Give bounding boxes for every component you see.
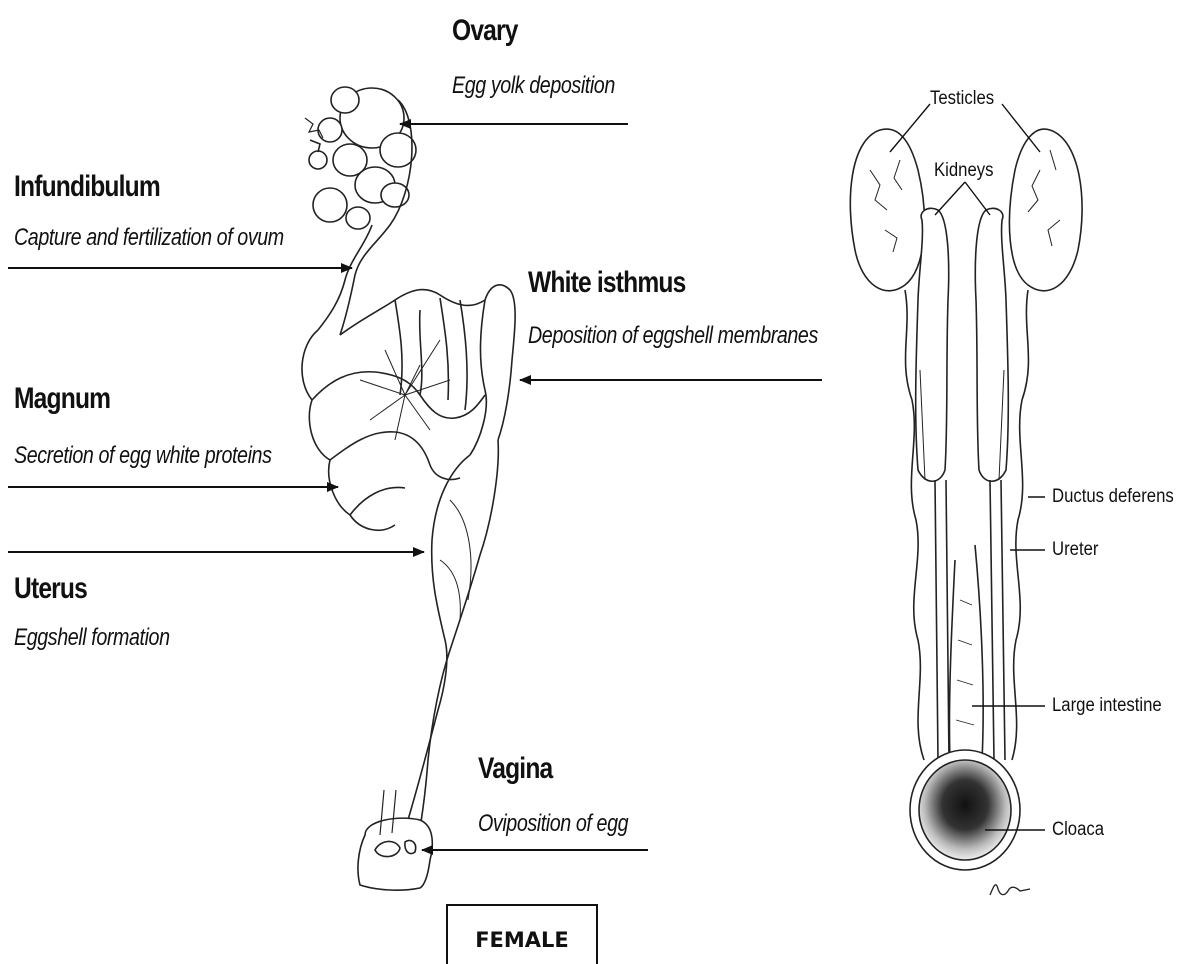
left-testicle-shape [850,129,924,291]
ovary-title: Ovary [452,14,518,48]
ovary-description: Egg yolk deposition [452,72,615,100]
uterus-description: Eggshell formation [14,624,170,652]
magnum-title: Magnum [14,382,110,416]
testicles-label: Testicles [930,88,994,110]
right-ductus-deferens-shape [1012,290,1028,760]
vagina-title: Vagina [478,752,552,786]
magnum-description: Secretion of egg white proteins [14,442,272,470]
artist-signature-mark [990,885,1030,895]
kidneys-label: Kidneys [934,160,993,182]
magnum-shape [302,330,395,530]
right-ureter-shape [990,480,1005,760]
male-tract-illustration [850,129,1082,870]
uterus-title: Uterus [14,572,87,606]
left-ureter-shape [935,480,949,760]
ureter-label: Ureter [1052,539,1098,561]
infundibulum-description: Capture and fertilization of ovum [14,224,284,252]
female-caption-box: FEMALE [446,904,598,964]
large-intestine-label: Large intestine [1052,695,1162,717]
cloaca-inner-shape [919,760,1011,860]
vagina-description: Oviposition of egg [478,810,628,838]
infundibulum-title: Infundibulum [14,170,160,204]
right-testicle-shape [1009,129,1082,291]
uterus-shape [416,440,498,850]
female-caption: FEMALE [448,928,596,952]
cloaca-label: Cloaca [1052,819,1104,841]
ductus-deferens-label: Ductus deferens [1052,486,1174,508]
white-isthmus-title: White isthmus [528,266,685,300]
white-isthmus-description: Deposition of eggshell membranes [528,322,818,350]
right-kidney-shape [975,208,1008,481]
large-intestine-shape [949,545,983,760]
isthmus-shape [485,285,515,440]
